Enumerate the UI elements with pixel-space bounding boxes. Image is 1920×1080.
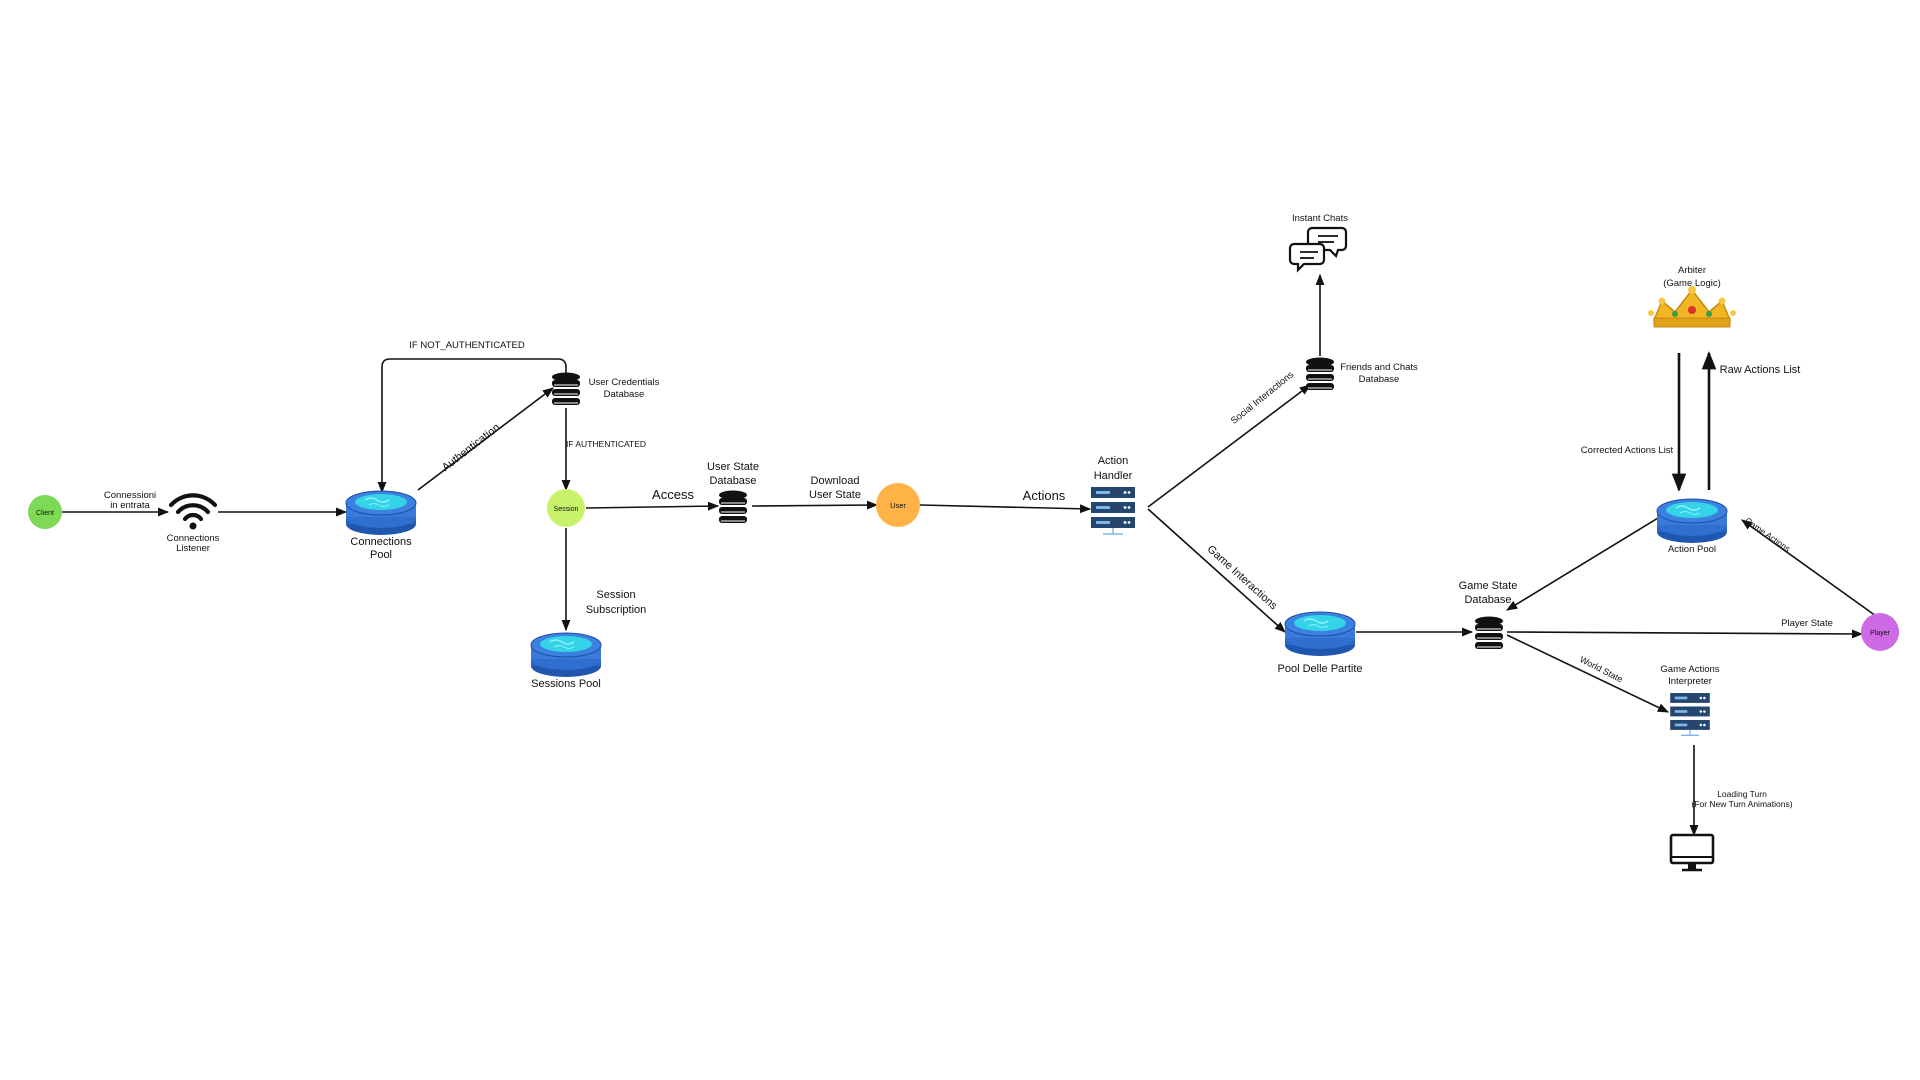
edge-if-not-authenticated — [377, 358, 567, 494]
edge-game-interactions — [1147, 508, 1286, 633]
user-state-database-icon[interactable] — [718, 490, 748, 524]
connections-pool-label-1: Connections — [350, 536, 412, 548]
action-handler-label-2: Handler — [1094, 470, 1133, 482]
friends-db-label-2: Database — [1359, 374, 1400, 385]
edge-world-state — [1506, 634, 1670, 713]
crown-icon — [1648, 286, 1736, 328]
interpreter-label-1: Game Actions — [1660, 664, 1719, 675]
download-label-2: User State — [809, 489, 861, 501]
actions-label: Actions — [1023, 488, 1066, 503]
listener-label-2: Listener — [176, 543, 210, 554]
pool-partite-icon[interactable] — [1284, 611, 1356, 657]
edge-access — [585, 501, 720, 511]
credentials-db-label-1: User Credentials — [589, 377, 660, 388]
arbiter-label-2: (Game Logic) — [1663, 278, 1721, 289]
game-state-db-label-2: Database — [1464, 594, 1511, 606]
action-handler-label-1: Action — [1098, 455, 1129, 467]
session-node[interactable] — [547, 489, 585, 527]
wifi-icon — [168, 493, 218, 530]
friends-db-label-1: Friends and Chats — [1340, 362, 1418, 373]
download-label-1: Download — [811, 475, 860, 487]
friends-database-icon[interactable] — [1305, 357, 1335, 391]
game-state-database-icon[interactable] — [1474, 616, 1504, 650]
corrected-actions-label: Corrected Actions List — [1581, 445, 1674, 456]
connections-pool-label-2: Pool — [370, 549, 392, 561]
interpreter-label-2: Interpreter — [1668, 676, 1712, 687]
chat-bubbles-icon — [1288, 226, 1348, 273]
action-pool-icon[interactable] — [1656, 498, 1728, 544]
player-label: Player — [1870, 630, 1891, 637]
social-interactions-label: Social Interactions — [1229, 369, 1296, 427]
credentials-db-label-2: Database — [604, 389, 645, 400]
sessions-pool-icon[interactable] — [530, 632, 602, 678]
edge-actionpool-to-gamestate — [1506, 517, 1659, 611]
if-authenticated-label: IF AUTHENTICATED — [566, 439, 646, 449]
edge-player-state — [1506, 629, 1864, 639]
if-not-authenticated-label: IF NOT_AUTHENTICATED — [409, 340, 525, 351]
client-label: Client — [36, 510, 54, 517]
instant-chats-label: Instant Chats — [1292, 213, 1348, 224]
edge-social-interactions — [1147, 384, 1311, 508]
pool-partite-label: Pool Delle Partite — [1278, 663, 1363, 675]
user-node[interactable] — [876, 483, 920, 527]
client-node[interactable] — [28, 495, 62, 529]
session-subscription-label-2: Subscription — [586, 604, 647, 616]
loading-turn-label-2: (For New Turn Animations) — [1691, 799, 1792, 809]
user-label: User — [890, 501, 906, 510]
connections-pool-icon[interactable] — [345, 490, 417, 536]
incoming-label-2: in entrata — [110, 500, 150, 511]
edge-actions — [919, 504, 1092, 514]
player-state-label: Player State — [1781, 618, 1833, 629]
loading-turn-label-1: Loading Turn — [1717, 789, 1767, 799]
player-node[interactable] — [1861, 613, 1899, 651]
user-state-db-label-1: User State — [707, 461, 759, 473]
interpreter-server-icon[interactable] — [1669, 692, 1711, 736]
action-handler-server-icon[interactable] — [1090, 486, 1136, 535]
sessions-pool-label: Sessions Pool — [531, 678, 601, 690]
authentication-label: Authentication — [440, 421, 502, 473]
user-state-db-label-2: Database — [709, 475, 756, 487]
edge-authentication — [417, 387, 554, 491]
game-state-db-label-1: Game State — [1459, 580, 1518, 592]
arbiter-label-1: Arbiter — [1678, 265, 1706, 276]
listener-label-1: Connections — [167, 533, 220, 544]
edge-download-user-state — [751, 500, 879, 510]
session-label: Session — [554, 506, 579, 513]
access-label: Access — [652, 487, 694, 502]
action-pool-label: Action Pool — [1668, 544, 1716, 555]
edge-game-actions — [1741, 519, 1877, 617]
incoming-label-1: Connessioni — [104, 490, 156, 501]
credentials-database-icon[interactable] — [551, 372, 581, 406]
game-interactions-label: Game Interactions — [1205, 543, 1280, 612]
game-actions-label: Game Actions — [1743, 515, 1792, 554]
session-subscription-label-1: Session — [596, 589, 635, 601]
raw-actions-label: Raw Actions List — [1720, 364, 1801, 376]
monitor-icon — [1669, 833, 1715, 872]
